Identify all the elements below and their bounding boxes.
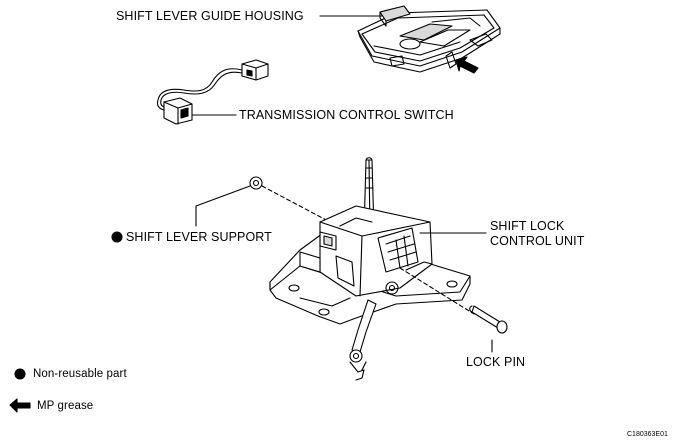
figure-code: C180363E01: [627, 431, 668, 438]
alignment-line-support: [261, 185, 331, 223]
label-shift-lock-line2: CONTROL UNIT: [490, 234, 585, 248]
non-reusable-marker-icon: [111, 231, 123, 243]
label-lock-pin: LOCK PIN: [466, 355, 526, 369]
label-shift-lever-guide-housing: SHIFT LEVER GUIDE HOUSING: [116, 9, 304, 23]
shift-lever-support-part: [249, 176, 263, 190]
filled-circle-icon: [14, 368, 26, 380]
grease-arrow-icon: [455, 56, 479, 74]
label-transmission-control-switch: TRANSMISSION CONTROL SWITCH: [239, 108, 454, 122]
lock-pin-part: [469, 305, 508, 334]
legend-mp-grease-text: MP grease: [37, 400, 94, 412]
alignment-line-lock-pin: [399, 267, 475, 315]
label-shift-lock-line1: SHIFT LOCK: [490, 219, 565, 233]
shift-lock-control-unit-part: [269, 157, 471, 381]
transmission-control-switch-part: [156, 59, 269, 125]
legend-non-reusable-text: Non-reusable part: [33, 368, 127, 380]
shift-lever-guide-housing-part: [357, 5, 501, 73]
left-arrow-icon: [9, 398, 31, 413]
label-shift-lever-support: SHIFT LEVER SUPPORT: [126, 230, 272, 244]
leader-shift-lever-support: [195, 185, 251, 227]
